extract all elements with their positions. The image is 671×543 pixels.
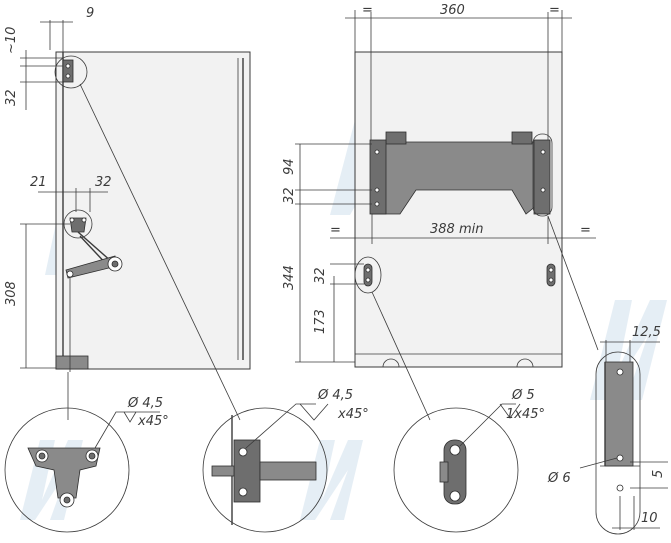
dim-308: 308 [4, 281, 19, 306]
callout-2-diameter: Ø 4,5 [317, 388, 353, 403]
dim-9: 9 [86, 6, 94, 21]
detail-circle-3 [393, 403, 521, 533]
callout-1-diameter: Ø 4,5 [127, 396, 163, 411]
dim-388-min: 388 min [430, 222, 483, 237]
dim-5: 5 [651, 470, 666, 478]
front-view-dimensions [295, 10, 596, 363]
dim-32-front: 32 [282, 187, 297, 204]
detail-circle-2 [202, 403, 329, 533]
dim-21: 21 [30, 175, 47, 190]
dim-eq-top-right: = [549, 3, 560, 18]
dim-10: 10 [641, 511, 658, 526]
side-view-dimensions [20, 20, 108, 369]
callout-3-chamfer: 1x45° [506, 407, 545, 422]
dim-eq-top-left: = [362, 3, 373, 18]
callout-1-chamfer: x45° [137, 414, 169, 429]
dim-eq-mid-right: = [580, 223, 591, 238]
front-view [354, 51, 599, 421]
dim-94: 94 [282, 158, 297, 175]
dim-32-left: 32 [4, 89, 19, 106]
callout-2-chamfer: x45° [337, 407, 369, 422]
detail-bracket [579, 340, 668, 535]
dim-32-top: 32 [95, 175, 112, 190]
dim-32-lower: 32 [313, 267, 328, 284]
callout-3-diameter: Ø 5 [511, 388, 535, 403]
dim-12-5: 12,5 [632, 325, 661, 340]
side-view [54, 51, 251, 421]
dim-173: 173 [313, 309, 328, 334]
dim-approx-10: ~10 [4, 27, 19, 54]
dim-360: 360 [440, 3, 465, 18]
dim-eq-mid-left: = [330, 223, 341, 238]
dim-diameter-6: Ø 6 [547, 471, 571, 486]
dim-344: 344 [282, 265, 297, 290]
detail-circle-1 [4, 407, 160, 533]
